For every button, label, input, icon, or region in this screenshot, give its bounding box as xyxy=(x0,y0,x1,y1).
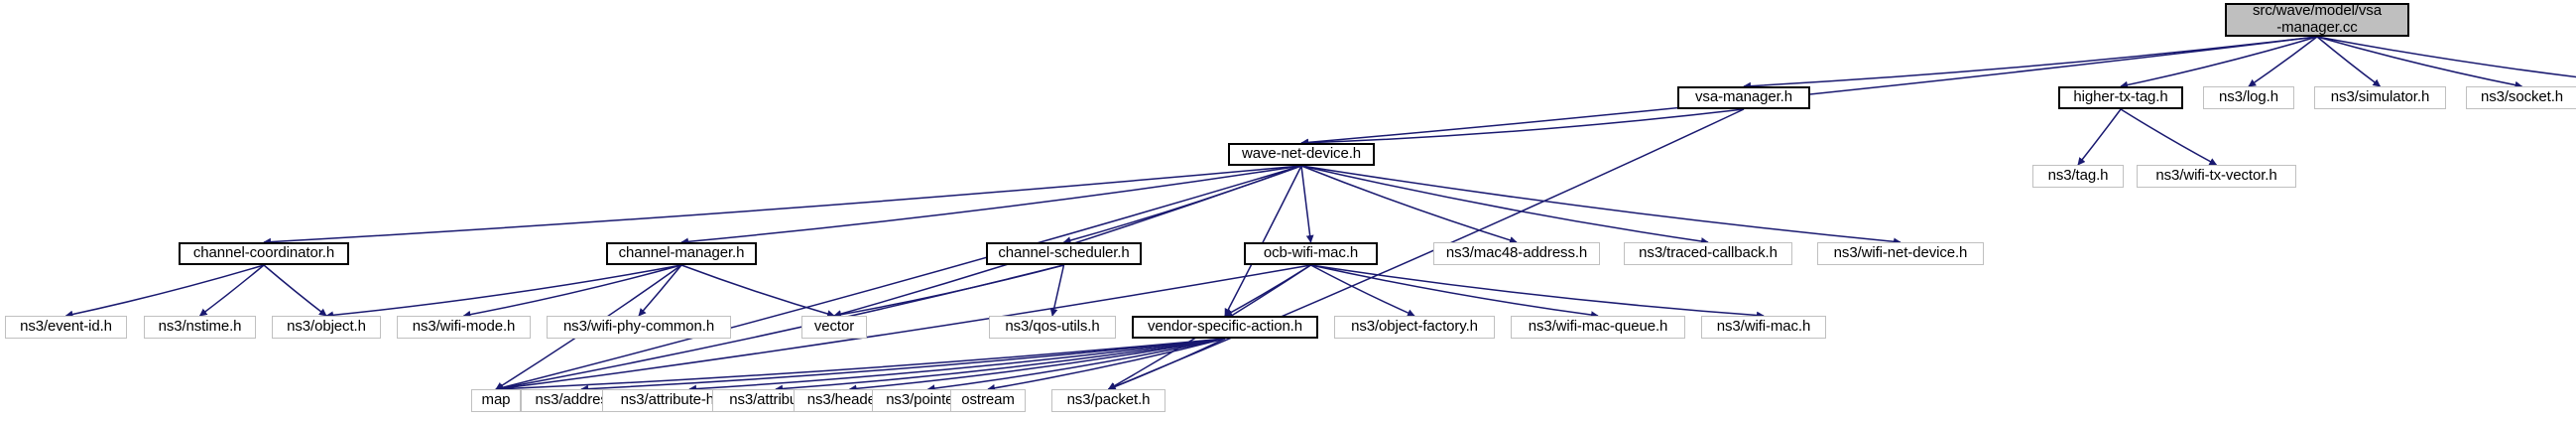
graph-edge-vendor-specific-action-to-ns3-pointer xyxy=(926,338,1226,392)
graph-node-ns3-wifi-mode[interactable]: ns3/wifi-mode.h xyxy=(397,316,531,339)
graph-node-ns3-wifi-net-device[interactable]: ns3/wifi-net-device.h xyxy=(1817,242,1984,265)
graph-edge-channel-scheduler-to-vector xyxy=(833,264,1064,319)
graph-edge-vendor-specific-action-to-ns3-attribute-helper xyxy=(688,338,1226,393)
graph-edge-channel-manager-to-ns3-object xyxy=(325,264,682,320)
graph-edge-root-to-vsa-manager xyxy=(1743,36,2318,90)
graph-edge-vendor-specific-action-to-ns3-attribute xyxy=(775,338,1226,393)
graph-edge-channel-manager-to-ns3-wifi-phy-common xyxy=(638,264,682,317)
graph-edge-vsa-manager-to-wave-net-device xyxy=(1300,108,1745,147)
graph-node-ns3-qos-utils[interactable]: ns3/qos-utils.h xyxy=(989,316,1116,339)
graph-edge-ocb-wifi-mac-to-ns3-object-factory xyxy=(1310,264,1415,317)
graph-edge-higher-tx-tag-to-ns3-wifi-tx-vector xyxy=(2120,108,2218,166)
graph-node-ns3-packet[interactable]: ns3/packet.h xyxy=(1051,389,1165,412)
graph-edge-root-to-ns3-socket xyxy=(2316,36,2523,89)
graph-edge-wave-net-device-to-ocb-wifi-mac xyxy=(1300,165,1314,243)
graph-node-ocb-wifi-mac[interactable]: ocb-wifi-mac.h xyxy=(1244,242,1378,265)
graph-node-map[interactable]: map xyxy=(471,389,521,412)
graph-edge-wave-net-device-to-map xyxy=(495,165,1302,392)
graph-node-vendor-specific-action[interactable]: vendor-specific-action.h xyxy=(1132,316,1318,339)
graph-node-ns3-socket[interactable]: ns3/socket.h xyxy=(2466,86,2576,109)
graph-node-wave-net-device[interactable]: wave-net-device.h xyxy=(1228,143,1375,166)
graph-edge-root-to-ns3-simulator xyxy=(2316,36,2382,87)
graph-edge-ocb-wifi-mac-to-ns3-wifi-mac-queue xyxy=(1310,264,1599,319)
graph-node-ns3-tag[interactable]: ns3/tag.h xyxy=(2032,165,2124,188)
graph-node-ns3-nstime[interactable]: ns3/nstime.h xyxy=(144,316,256,339)
graph-edge-root-to-ns3-wifi-phy xyxy=(2316,36,2576,78)
graph-node-ns3-log[interactable]: ns3/log.h xyxy=(2203,86,2294,109)
graph-edge-channel-coordinator-to-ns3-nstime xyxy=(198,264,265,317)
graph-edge-wave-net-device-to-channel-scheduler xyxy=(1062,165,1302,244)
graph-edge-vendor-specific-action-to-ns3-address xyxy=(580,338,1226,393)
graph-edge-root-to-ns3-log xyxy=(2248,36,2318,87)
graph-edge-wave-net-device-to-channel-coordinator xyxy=(263,165,1302,246)
graph-node-ns3-object[interactable]: ns3/object.h xyxy=(272,316,381,339)
graph-node-ns3-object-factory[interactable]: ns3/object-factory.h xyxy=(1334,316,1495,339)
graph-node-root[interactable]: src/wave/model/vsa -manager.cc xyxy=(2225,2,2409,37)
graph-node-ns3-wifi-tx-vector[interactable]: ns3/wifi-tx-vector.h xyxy=(2137,165,2296,188)
graph-edge-wave-net-device-to-ns3-wifi-net-device xyxy=(1300,165,1901,246)
graph-node-channel-coordinator[interactable]: channel-coordinator.h xyxy=(179,242,349,265)
graph-node-ns3-event-id[interactable]: ns3/event-id.h xyxy=(5,316,127,339)
graph-node-ns3-mac48-address[interactable]: ns3/mac48-address.h xyxy=(1433,242,1600,265)
graph-edge-vendor-specific-action-to-ns3-packet xyxy=(1107,338,1226,391)
graph-node-ostream[interactable]: ostream xyxy=(950,389,1026,412)
graph-edge-ocb-wifi-mac-to-vendor-specific-action xyxy=(1224,264,1311,317)
graph-edge-channel-coordinator-to-ns3-object xyxy=(263,264,327,317)
graph-edge-wave-net-device-to-channel-manager xyxy=(680,165,1302,246)
graph-node-ns3-wifi-mac[interactable]: ns3/wifi-mac.h xyxy=(1701,316,1826,339)
graph-edge-vendor-specific-action-to-ns3-header xyxy=(848,338,1226,393)
graph-node-channel-manager[interactable]: channel-manager.h xyxy=(606,242,757,265)
graph-node-ns3-traced-callback[interactable]: ns3/traced-callback.h xyxy=(1624,242,1792,265)
graph-edge-channel-manager-to-vector xyxy=(680,264,835,318)
graph-node-vsa-manager[interactable]: vsa-manager.h xyxy=(1677,86,1810,109)
graph-edge-vendor-specific-action-to-map xyxy=(495,338,1226,393)
graph-edge-wave-net-device-to-ns3-traced-callback xyxy=(1300,165,1709,245)
graph-edge-wave-net-device-to-vendor-specific-action xyxy=(1224,165,1302,317)
graph-node-ns3-wifi-mac-queue[interactable]: ns3/wifi-mac-queue.h xyxy=(1511,316,1685,339)
graph-edge-channel-manager-to-ns3-wifi-mode xyxy=(462,264,682,319)
graph-edge-wave-net-device-to-ns3-mac48-address xyxy=(1300,165,1518,244)
graph-edge-higher-tx-tag-to-ns3-tag xyxy=(2077,108,2122,166)
graph-node-vector[interactable]: vector xyxy=(801,316,867,339)
graph-node-higher-tx-tag[interactable]: higher-tx-tag.h xyxy=(2058,86,2183,109)
graph-edge-channel-coordinator-to-ns3-event-id xyxy=(64,264,265,319)
graph-node-ns3-wifi-phy-common[interactable]: ns3/wifi-phy-common.h xyxy=(547,316,731,339)
graph-edge-wave-net-device-to-vector xyxy=(833,165,1302,318)
graph-node-ns3-simulator[interactable]: ns3/simulator.h xyxy=(2314,86,2446,109)
graph-edge-ocb-wifi-mac-to-ns3-wifi-mac xyxy=(1310,264,1765,320)
graph-edge-root-to-higher-tx-tag xyxy=(2120,36,2318,89)
graph-node-channel-scheduler[interactable]: channel-scheduler.h xyxy=(986,242,1142,265)
graph-edge-vendor-specific-action-to-ostream xyxy=(987,338,1226,392)
graph-edge-channel-scheduler-to-ns3-qos-utils xyxy=(1049,264,1065,317)
